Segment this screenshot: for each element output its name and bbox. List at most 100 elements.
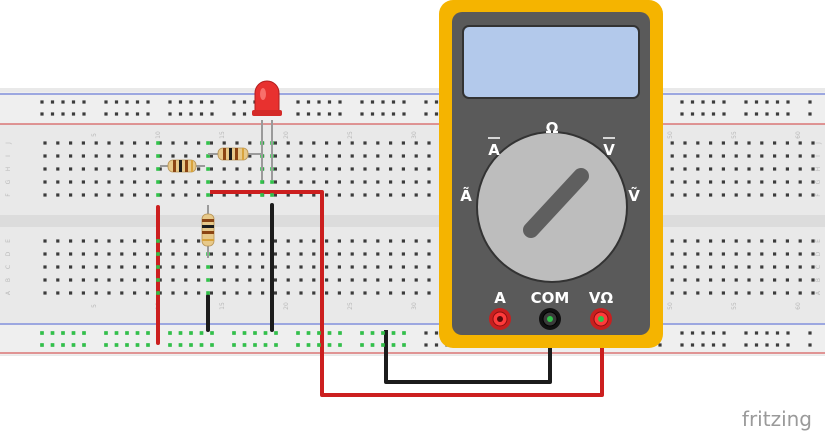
rail-hole <box>232 112 236 116</box>
row-letter: D <box>5 251 12 256</box>
breadboard-hole <box>56 193 60 197</box>
breadboard-hole <box>235 265 239 269</box>
breadboard-hole <box>670 141 674 145</box>
breadboard-hole <box>337 193 341 197</box>
connected-rail-hole <box>274 343 278 347</box>
rail-hole <box>391 100 396 104</box>
rail-hole <box>317 100 321 104</box>
breadboard-hole <box>414 193 418 197</box>
breadboard-hole <box>376 278 380 282</box>
connected-hole <box>156 265 160 269</box>
breadboard-hole <box>69 193 73 197</box>
breadboard-hole <box>145 193 149 197</box>
breadboard-hole <box>69 265 73 269</box>
breadboard-hole <box>401 193 405 197</box>
breadboard-hole <box>107 180 111 184</box>
breadboard-hole <box>107 278 111 282</box>
breadboard-hole <box>696 278 700 282</box>
rail-hole <box>808 112 812 116</box>
connected-rail-hole <box>232 331 236 335</box>
rail-hole <box>104 112 108 116</box>
breadboard-hole <box>235 291 239 295</box>
rail-hole <box>391 112 396 116</box>
connected-rail-hole <box>296 331 300 335</box>
connected-hole <box>206 141 210 145</box>
breadboard-hole <box>286 239 290 243</box>
breadboard-hole <box>414 252 418 256</box>
breadboard-hole <box>670 154 674 158</box>
breadboard-hole <box>811 252 815 256</box>
breadboard-hole <box>709 180 713 184</box>
port-amps[interactable] <box>489 308 511 330</box>
rail-hole <box>754 343 759 347</box>
rail-hole <box>701 112 705 116</box>
breadboard-hole <box>401 265 405 269</box>
connected-rail-hole <box>189 331 193 335</box>
breadboard-hole <box>171 193 175 197</box>
connected-hole <box>156 193 160 197</box>
port-volts-ohms[interactable] <box>590 308 612 330</box>
breadboard-hole <box>376 193 380 197</box>
breadboard-hole <box>133 265 137 269</box>
breadboard-hole <box>133 141 137 145</box>
column-number: 30 <box>411 302 418 310</box>
rail-hole <box>327 112 332 116</box>
dial-pointer <box>523 168 589 238</box>
connected-hole <box>206 291 210 295</box>
breadboard: 5510101515202025253030353540404545505055… <box>0 88 825 356</box>
connected-rail-hole <box>253 331 257 335</box>
breadboard-hole <box>325 239 329 243</box>
breadboard-hole <box>683 154 687 158</box>
breadboard-hole <box>69 154 73 158</box>
breadboard-hole <box>427 180 431 184</box>
breadboard-hole <box>261 278 265 282</box>
breadboard-hole <box>184 239 188 243</box>
breadboard-hole <box>312 193 316 197</box>
breadboard-hole <box>747 278 751 282</box>
breadboard-hole <box>734 278 738 282</box>
connected-rail-hole <box>168 331 172 335</box>
connected-rail-hole <box>199 331 204 335</box>
breadboard-hole <box>184 141 188 145</box>
rail-hole <box>189 112 193 116</box>
connected-rail-hole <box>402 331 406 335</box>
breadboard-hole <box>273 239 277 243</box>
breadboard-hole <box>56 291 60 295</box>
breadboard-hole <box>363 265 367 269</box>
breadboard-hole <box>414 141 418 145</box>
breadboard-hole <box>158 141 162 145</box>
rail-hole <box>381 100 385 104</box>
connected-rail-hole <box>104 343 108 347</box>
breadboard-hole <box>197 291 201 295</box>
connected-rail-hole <box>40 343 44 347</box>
rail-hole <box>786 343 790 347</box>
breadboard-hole <box>171 239 175 243</box>
column-number: 30 <box>411 131 418 139</box>
rail-hole <box>434 112 439 116</box>
breadboard-hole <box>43 252 47 256</box>
column-number: 60 <box>795 302 802 310</box>
rail-hole <box>711 100 716 104</box>
connected-rail-hole <box>370 343 375 347</box>
breadboard-hole <box>670 180 674 184</box>
connected-rail-hole <box>135 331 140 335</box>
breadboard-hole <box>325 154 329 158</box>
connected-rail-hole <box>381 343 385 347</box>
breadboard-hole <box>747 252 751 256</box>
breadboard-hole <box>235 252 239 256</box>
breadboard-hole <box>760 193 764 197</box>
led <box>252 80 282 180</box>
column-number: 50 <box>667 131 674 139</box>
breadboard-hole <box>171 265 175 269</box>
column-number: 20 <box>283 131 290 139</box>
breadboard-hole <box>299 154 303 158</box>
breadboard-hole <box>401 154 405 158</box>
port-com[interactable] <box>539 308 561 330</box>
breadboard-hole <box>721 180 725 184</box>
breadboard-hole <box>81 265 85 269</box>
breadboard-hole <box>798 167 802 171</box>
breadboard-hole <box>785 252 789 256</box>
rail-hole <box>61 100 65 104</box>
breadboard-hole <box>43 265 47 269</box>
